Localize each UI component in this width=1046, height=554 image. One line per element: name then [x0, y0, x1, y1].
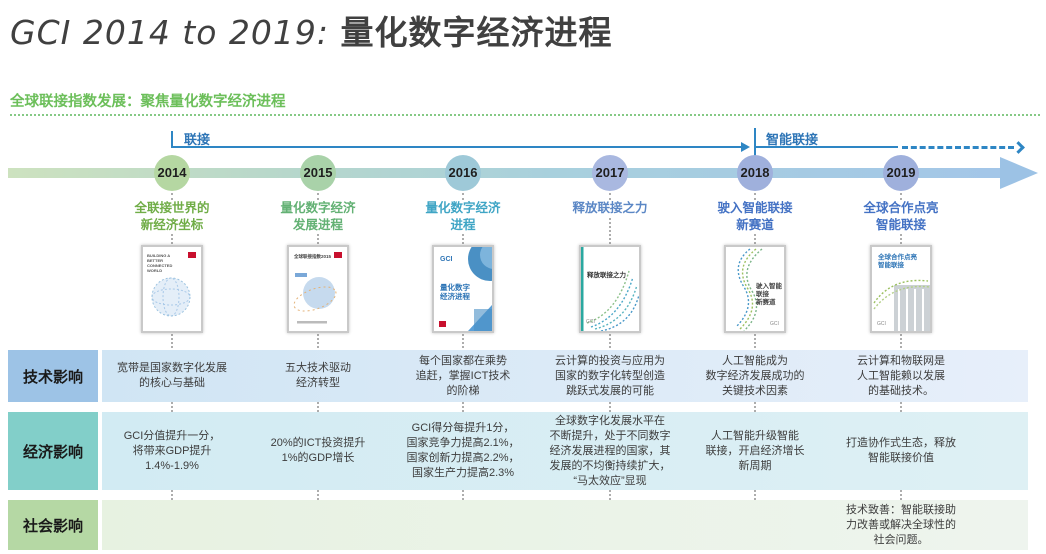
phase1-tick — [171, 131, 173, 147]
column-guide-2016 — [462, 193, 464, 500]
year-caption-2018: 驶入智能联接 新赛道 — [685, 200, 825, 234]
phase2-line — [756, 146, 898, 148]
timeline-arrow-icon — [1000, 157, 1038, 189]
year-node-2017: 2017 — [592, 155, 628, 191]
report-cover-2019: GCI 全球合作点亮 智能联接 — [870, 245, 932, 333]
cell-tech-2014: 宽带是国家数字化发展 的核心与基础 — [117, 362, 227, 389]
title-english: GCI 2014 to 2019: — [10, 13, 341, 52]
cell-social-2019: 技术致善：智能联接助 力改善或解决全球性的 社会问题。 — [846, 503, 956, 546]
page-title: GCI 2014 to 2019: 量化数字经济进程 — [10, 6, 613, 54]
dotted-divider — [10, 114, 1040, 116]
year-caption-2017: 释放联接之力 — [540, 200, 680, 217]
row-bg-econ — [102, 412, 1028, 490]
phase2-tick — [754, 128, 756, 161]
report-cover-2017: GCI 释放联接之力 — [579, 245, 641, 333]
year-caption-2016: 量化数字经济 进程 — [393, 200, 533, 234]
year-node-2018: 2018 — [737, 155, 773, 191]
row-label-tech: 技术影响 — [8, 350, 98, 402]
column-guide-2015 — [317, 193, 319, 500]
year-caption-2019: 全球合作点亮 智能联接 — [831, 200, 971, 234]
title-chinese: 量化数字经济进程 — [340, 14, 613, 51]
row-bg-tech — [102, 350, 1028, 402]
phase1-arrowhead-icon — [741, 142, 750, 152]
column-guide-2019 — [900, 193, 902, 500]
cell-tech-2016: 每个国家都在乘势 追赶，掌握ICT技术 的阶梯 — [415, 354, 511, 397]
column-guide-2014 — [171, 193, 173, 500]
year-caption-2014: 全联接世界的 新经济坐标 — [102, 200, 242, 234]
cell-tech-2017: 云计算的投资与应用为 国家的数字化转型创造 跳跃式发展的可能 — [555, 354, 665, 397]
cell-econ-2016: GCI得分每提升1分， 国家竞争力提高2.1%， 国家创新力提高2.2%， 国家… — [406, 422, 520, 479]
cell-tech-2019: 云计算和物联网是 人工智能赖以发展 的基础技术。 — [857, 354, 945, 397]
cover-title-2019: 全球合作点亮 智能联接 — [878, 254, 917, 269]
cover-title-2016: 量化数字 经济进程 — [440, 283, 470, 301]
cell-econ-2014: GCI分值提升一分， 将带来GDP提升 1.4%-1.9% — [123, 429, 221, 472]
report-cover-2014: BUILDING A BETTER CONNECTED WORLD — [141, 245, 203, 333]
section-subtitle: 全球联接指数发展：聚焦量化数字经济进程 — [10, 94, 286, 110]
column-guide-2017 — [609, 193, 611, 500]
cell-econ-2019: 打造协作式生态，释放 智能联接价值 — [846, 437, 956, 464]
svg-text:GCI: GCI — [586, 319, 595, 325]
report-cover-2016: GCI 量化数字 经济进程 — [432, 245, 494, 333]
cell-econ-2018: 人工智能升级智能 联接，开启经济增长 新周期 — [705, 429, 805, 472]
svg-text:GCI: GCI — [440, 256, 453, 263]
year-node-2019: 2019 — [883, 155, 919, 191]
cover-title-2017: 释放联接之力 — [587, 272, 626, 279]
timeline-band — [8, 168, 1002, 178]
year-node-2016: 2016 — [445, 155, 481, 191]
cover-title-2015: 全球联接指数2015 — [294, 254, 332, 259]
row-bg-social — [102, 500, 1028, 550]
cell-tech-2018: 人工智能成为 数字经济发展成功的 关键技术因素 — [705, 354, 805, 397]
year-node-2014: 2014 — [154, 155, 190, 191]
report-cover-2015: 全球联接指数2015 — [287, 245, 349, 333]
svg-text:GCI: GCI — [877, 321, 886, 327]
phase2-arrowhead-icon — [1012, 141, 1025, 154]
column-guide-2018 — [754, 193, 756, 500]
year-node-2015: 2015 — [300, 155, 336, 191]
row-label-econ: 经济影响 — [8, 412, 98, 490]
year-caption-2015: 量化数字经济 发展进程 — [248, 200, 388, 234]
cover-title-2018: 驶入智能联接 新赛道 — [756, 283, 782, 306]
report-cover-2018: GCI 驶入智能联接 新赛道 — [724, 245, 786, 333]
svg-text:GCI: GCI — [770, 321, 779, 327]
phase2-label: 智能联接 — [766, 132, 819, 147]
phase2-dashed-line — [902, 146, 1014, 149]
cell-econ-2015: 20%的ICT投资提升 1%的GDP增长 — [270, 437, 366, 464]
cell-tech-2015: 五大技术驱动 经济转型 — [285, 362, 351, 389]
phase1-label: 联接 — [184, 132, 211, 147]
cover-title-2014: BUILDING A BETTER CONNECTED WORLD — [147, 253, 173, 273]
phase1-line — [171, 146, 741, 148]
cell-econ-2017: 全球数字化发展水平在 不断提升，处于不同数字 经济发展进程的国家，其 发展的不均… — [549, 414, 671, 487]
row-label-social: 社会影响 — [8, 500, 98, 550]
